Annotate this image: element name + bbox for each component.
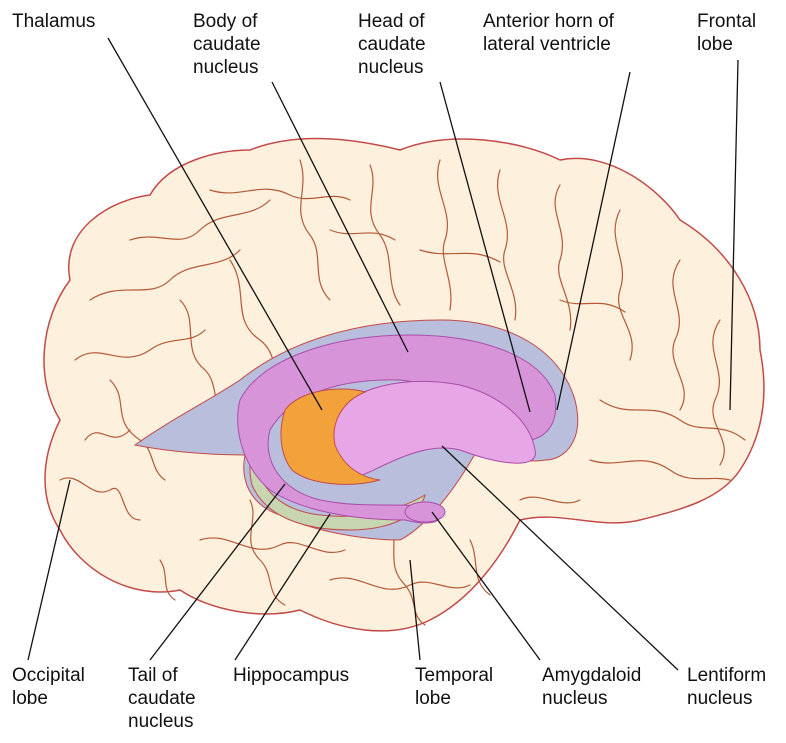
- label-hippocampus: Hippocampus: [233, 664, 349, 687]
- label-frontal-lobe: Frontal lobe: [697, 10, 756, 56]
- label-amygdaloid: Amygdaloid nucleus: [542, 664, 641, 710]
- amygdaloid-shape: [405, 502, 445, 522]
- label-occipital-lobe: Occipital lobe: [12, 664, 85, 710]
- label-head-caudate: Head of caudate nucleus: [358, 10, 426, 79]
- label-body-caudate: Body of caudate nucleus: [193, 10, 261, 79]
- label-thalamus: Thalamus: [12, 10, 95, 33]
- label-anterior-horn: Anterior horn of lateral ventricle: [483, 10, 614, 56]
- label-temporal-lobe: Temporal lobe: [415, 664, 493, 710]
- label-lentiform: Lentiform nucleus: [687, 664, 766, 710]
- label-tail-caudate: Tail of caudate nucleus: [128, 664, 196, 733]
